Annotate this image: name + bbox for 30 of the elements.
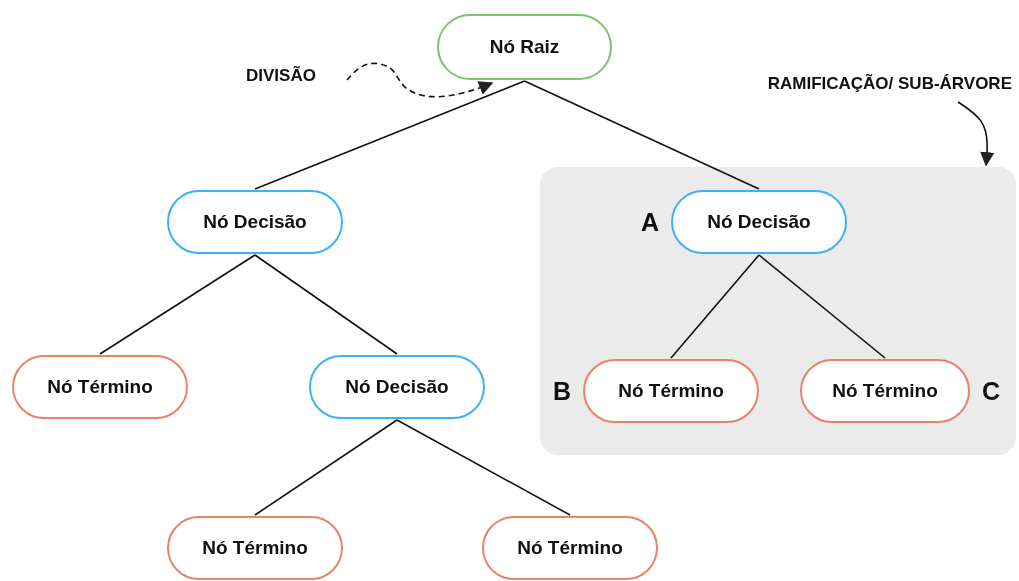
node-label: Nó Raiz xyxy=(489,36,560,58)
connector-line xyxy=(99,254,256,355)
node-label: Nó Decisão xyxy=(203,211,307,233)
node-label: Nó Término xyxy=(202,537,308,559)
letter-label: B xyxy=(552,376,571,406)
terminal-node xyxy=(12,355,188,419)
connector-line xyxy=(758,254,886,359)
node-label: Nó Término xyxy=(47,376,153,398)
connector-line xyxy=(396,419,571,516)
annotation-text: DIVISÃO xyxy=(246,66,346,90)
annotation-text: RAMIFICAÇÃO/ SUB-ÁRVORE xyxy=(716,74,1012,98)
node-label: Nó Término xyxy=(832,380,938,402)
node-label: Nó Decisão xyxy=(707,211,811,233)
connector-line xyxy=(346,62,494,98)
subtree-region xyxy=(540,167,1016,455)
connector-line xyxy=(670,254,760,359)
connector-line xyxy=(523,80,760,190)
letter-label: A xyxy=(640,207,659,237)
node-label: Nó Decisão xyxy=(345,376,449,398)
connector-line xyxy=(254,419,398,516)
terminal-node xyxy=(482,516,658,580)
connector-line xyxy=(957,101,995,167)
connector-line xyxy=(254,254,398,355)
connector-line xyxy=(254,80,526,190)
letter-label: C xyxy=(982,376,1001,406)
terminal-node xyxy=(167,516,343,580)
decision-node xyxy=(309,355,485,419)
node-label: Nó Término xyxy=(618,380,724,402)
node-label: Nó Término xyxy=(517,537,623,559)
decision-node xyxy=(167,190,343,254)
